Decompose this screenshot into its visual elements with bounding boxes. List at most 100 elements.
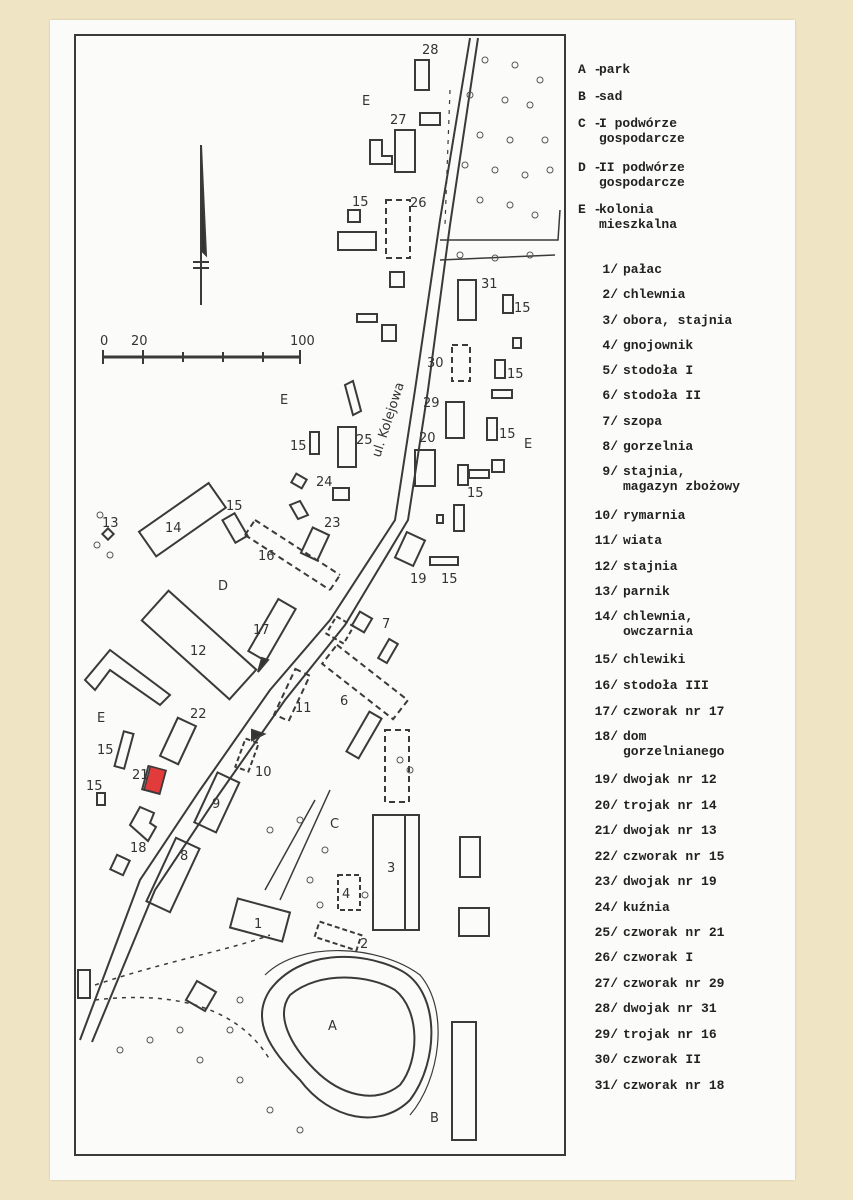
building-label-2: 2 [360,937,368,952]
legend-text: obora, stajnia [623,313,733,328]
legend-key: B - [578,89,602,104]
building-2 [313,920,363,952]
building-15 [494,359,506,379]
building-label-19: 19 [410,572,427,587]
scale-label-100: 100 [290,334,315,349]
building-label-15: 15 [499,427,516,442]
building-5 [384,729,410,803]
legend-text: stajnia [623,559,678,574]
building-15 [429,556,459,566]
legend-key: 25/ [594,925,618,940]
legend-item-23: 23/dwojak nr 19 [578,874,717,889]
building-small [345,710,383,760]
building-small [337,231,377,251]
legend-key: A - [578,62,602,77]
path-park [94,996,271,1061]
path-park [94,934,271,986]
legend-text: wiata [623,533,663,548]
building-small [389,271,405,288]
building-15 [113,730,135,770]
building-15 [457,464,469,486]
legend-key: 26/ [594,950,618,965]
building-label-23: 23 [324,516,341,531]
legend-text: dwojak nr 12 [623,772,717,787]
building-16 [244,519,341,591]
legend-item-3: 3/obora, stajnia [578,313,732,328]
legend-text: I podwórze gospodarcze [599,116,685,146]
legend-key: 22/ [594,849,618,864]
legend-text: stajnia, magazyn zbożowy [623,464,741,494]
building-label-15: 15 [467,486,484,501]
legend-text: kolonia mieszkalna [599,202,678,232]
area-label-e: E [280,393,288,408]
building-30 [451,344,471,382]
building-label-21: 21 [132,768,149,783]
legend-text: stodoła II [623,388,702,403]
legend-item-8: 8/gorzelnia [578,439,693,454]
legend-text: trojak nr 14 [623,798,717,813]
legend-item-25: 25/czworak nr 21 [578,925,725,940]
legend-text: czworak nr 15 [623,849,725,864]
building-label-27: 27 [390,113,407,128]
building-label-24: 24 [316,475,333,490]
park-edge [264,950,439,1116]
legend-key: C - [578,116,602,131]
legend-item-a: A -park [578,62,630,77]
building-20 [414,449,436,487]
legend-text: dwojak nr 19 [623,874,717,889]
path-courtyard [264,789,331,901]
legend-key: 13/ [594,584,618,599]
building-27 [394,129,416,173]
building-label-15: 15 [226,499,243,514]
legend-text: czworak nr 21 [623,925,725,940]
building-small [83,648,172,707]
legend-text: dwojak nr 31 [623,1001,717,1016]
building-label-10: 10 [255,765,272,780]
legend-item-12: 12/stajnia [578,559,678,574]
building-23 [299,526,331,562]
building-small [419,112,441,126]
building-label-12: 12 [190,644,207,659]
building-small [459,836,481,878]
building-label-31: 31 [481,277,498,292]
legend-item-26: 26/czworak I [578,950,694,965]
legend-key: 31/ [594,1078,618,1093]
arrow-marker [257,656,270,673]
building-15 [502,294,514,314]
legend-text: dwojak nr 13 [623,823,717,838]
building-small [491,389,513,399]
legend-text: czworak nr 29 [623,976,725,991]
legend-key: 18/ [594,729,618,744]
legend-text: rymarnia [623,508,686,523]
legend-key: D - [578,160,602,175]
legend-item-13: 13/parnik [578,584,670,599]
legend-text: II podwórze gospodarcze [599,160,685,190]
building-19 [393,530,427,568]
legend-text: chlewnia, owczarnia [623,609,694,639]
building-small [512,337,522,349]
building-label-4: 4 [342,887,350,902]
legend-item-24: 24/kuźnia [578,900,670,915]
building-small [468,469,490,479]
area-label-d: D [218,579,228,594]
building-12 [140,589,258,701]
building-17 [246,597,298,663]
legend-text: szopa [623,414,663,429]
legend-key: 14/ [594,609,618,624]
legend-key: 30/ [594,1052,618,1067]
legend-text: stodoła I [623,363,694,378]
legend-item-2: 2/chlewnia [578,287,685,302]
building-label-29: 29 [423,396,440,411]
legend-key: 7/ [602,414,618,429]
scale-label-0: 0 [100,334,108,349]
legend-key: E - [578,202,602,217]
scale-label-20: 20 [131,334,148,349]
building-15 [221,511,249,545]
building-label-30: 30 [427,356,444,371]
legend-text: parnik [623,584,670,599]
building-label-11: 11 [295,701,312,716]
legend-item-5: 5/stodoła I [578,363,693,378]
legend-key: 16/ [594,678,618,693]
legend-item-18: 18/dom gorzelnianego [578,729,725,759]
building-label-18: 18 [130,841,147,856]
